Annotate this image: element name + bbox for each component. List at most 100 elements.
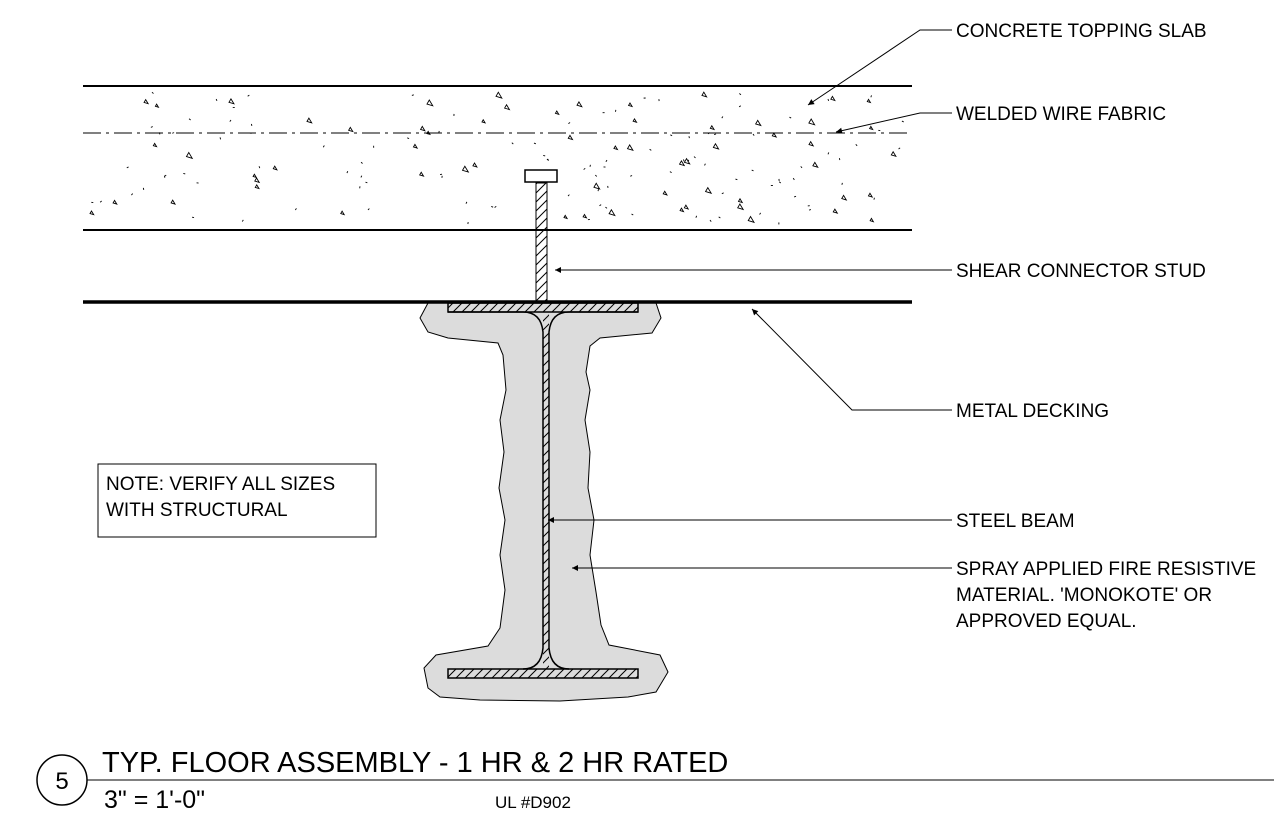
aggregate-sand [126,166,129,169]
aggregate-stone [704,186,713,194]
aggregate-sand [99,200,102,203]
aggregate-sand [670,134,673,137]
aggregate-sand [855,144,858,147]
aggregate-sand [682,159,685,162]
label-welded-wire-fabric: WELDED WIRE FABRIC [956,104,1166,125]
aggregate-stone [419,125,426,132]
leader-lines [548,29,952,571]
aggregate-sand [759,212,762,215]
aggregate-stone [347,126,354,133]
aggregate-sand [898,147,901,150]
aggregate-sand [793,195,797,198]
aggregate-sand [583,167,586,170]
aggregate-sand [695,215,698,218]
aggregate-sand [735,178,738,181]
aggregate-stone [254,177,261,184]
leader-wire-fabric [835,112,952,134]
aggregate-sand [491,206,494,208]
aggregate-sand [411,94,414,96]
aggregate-sand [294,208,297,211]
aggregate-stone [154,103,160,108]
aggregate-stone [481,118,487,124]
aggregate-stone [143,98,150,105]
aggregate-sand [241,219,244,222]
aggregate-stone [808,140,815,147]
web-fillet-left [448,311,544,670]
aggregate-sand [901,120,904,123]
aggregate-sand [494,206,497,208]
aggregate-sand [827,152,830,155]
aggregate-stone [170,199,177,205]
aggregate-sand [322,145,325,148]
label-steel-beam: STEEL BEAM [956,511,1075,532]
aggregate-sand [738,105,742,108]
aggregate-sand [229,119,232,122]
aggregate-stone [306,117,313,124]
title-block: 5 TYP. FLOOR ASSEMBLY - 1 HR & 2 HR RATE… [36,747,1274,814]
ul-reference: UL #D902 [495,793,571,812]
aggregate-stone [254,183,260,190]
aggregate-stone [228,97,235,105]
aggregate-stone [252,173,258,179]
aggregate-stone [627,102,634,108]
aggregate-sand [669,171,672,174]
note-line-1: NOTE: VERIFY ALL SIZES [106,474,335,495]
aggregate-stone [503,103,511,111]
aggregate-stone [771,132,778,138]
aggregate-sand [709,219,712,222]
aggregate-stone [830,95,836,102]
aggregate-sand [751,169,754,172]
aggregate-stone [747,215,755,224]
aggregate-sand [687,159,690,162]
aggregate-sand [151,91,154,94]
aggregate-stone [890,150,897,158]
aggregate-sand [649,148,652,151]
label-fireproofing-line-2: MATERIAL. 'MONOKOTE' OR [956,585,1212,606]
detail-title: TYP. FLOOR ASSEMBLY - 1 HR & 2 HR RATED [102,747,728,779]
aggregate-sand [789,116,792,119]
concrete-topping-slab [83,85,912,231]
aggregate-stone [709,124,716,131]
label-fireproofing-line-3: APPROVED EQUAL. [956,611,1137,632]
aggregate-stone [554,110,560,116]
aggregate-stone [626,144,634,152]
aggregate-stone [472,162,478,168]
aggregate-stone [412,143,419,149]
aggregate-stone [112,199,118,205]
steel-beam [447,302,639,679]
aggregate-sand [407,137,410,140]
aggregate-sand [870,95,872,98]
aggregate-stone [841,194,848,201]
aggregate-sand [568,122,571,124]
aggregate-stone [563,214,569,220]
aggregate-sand [704,163,706,166]
aggregate-sand [360,175,363,178]
aggregate-stone [632,117,638,124]
aggregate-stone [808,118,816,126]
aggregate-sand [792,177,795,181]
aggregate-stone [754,119,762,127]
label-shear-connector-stud: SHEAR CONNECTOR STUD [956,261,1206,282]
aggregate-stone [832,208,839,214]
aggregate-sand [215,98,218,102]
aggregate-sand [346,171,349,174]
aggregate-stone [419,171,425,177]
aggregate-sand [365,181,368,184]
aggregate-sand [605,206,608,209]
aggregate-sand [183,172,186,175]
aggregate-stone [737,203,745,211]
aggregate-sand [800,166,803,169]
aggregate-stone [608,208,616,217]
aggregate-stone [869,217,875,223]
concrete-aggregate-pattern [89,91,904,225]
aggregate-stone [152,142,158,148]
aggregate-stone [461,165,470,173]
aggregate-stone [812,161,819,168]
aggregate-sand [808,209,812,211]
aggregate-stone [679,207,685,213]
aggregate-stone [185,151,194,160]
aggregate-stone [712,142,720,150]
label-fireproofing-line-1: SPRAY APPLIED FIRE RESISTIVE [956,559,1256,580]
bottom-flange [447,668,639,679]
